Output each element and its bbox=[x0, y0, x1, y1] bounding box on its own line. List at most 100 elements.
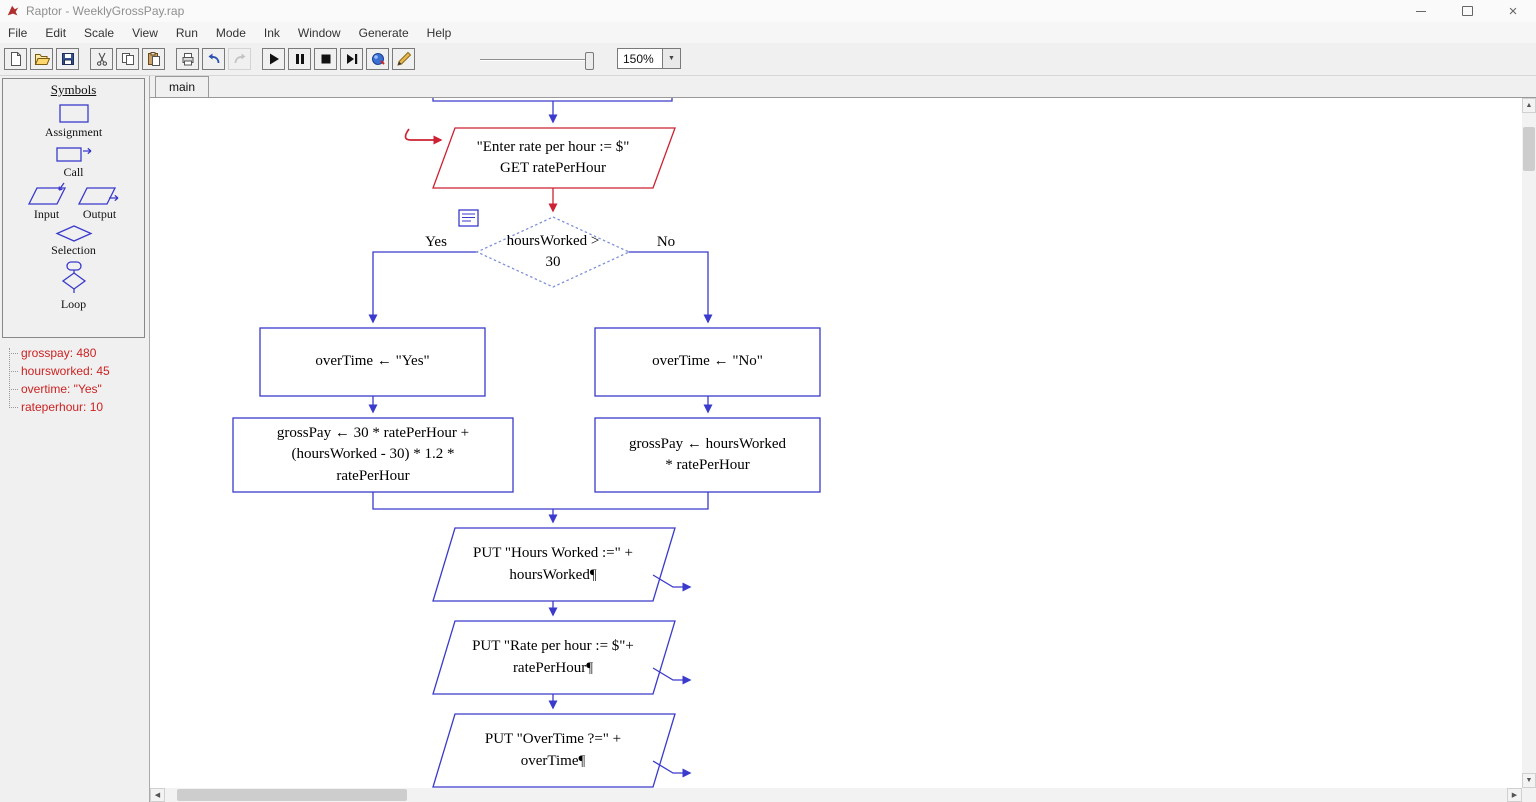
toolbar: 150% ▼ bbox=[0, 43, 1536, 76]
save-icon bbox=[61, 53, 74, 65]
decision-shape[interactable] bbox=[475, 216, 631, 288]
menu-generate[interactable]: Generate bbox=[358, 25, 409, 40]
console-button[interactable] bbox=[366, 48, 389, 70]
horizontal-scroll-track[interactable] bbox=[165, 788, 1507, 802]
grosspay-regular-text[interactable]: grossPay ← hoursWorked * ratePerHour bbox=[628, 435, 787, 473]
output-overtime-text[interactable]: PUT "OverTime ?=" + overTime¶ bbox=[484, 731, 622, 769]
assignment-no-shape[interactable] bbox=[594, 327, 821, 397]
open-folder-icon bbox=[34, 54, 50, 65]
close-button[interactable]: × bbox=[1490, 0, 1536, 22]
output-rate-shape[interactable] bbox=[432, 620, 676, 695]
input-shape[interactable] bbox=[432, 127, 676, 189]
menu-ink[interactable]: Ink bbox=[263, 25, 280, 40]
zoom-dropdown-button[interactable]: ▼ bbox=[662, 49, 680, 68]
zoom-combobox[interactable]: 150% ▼ bbox=[617, 48, 681, 69]
output-hours-shape[interactable] bbox=[432, 527, 676, 602]
menu-help[interactable]: Help bbox=[426, 25, 452, 40]
ink-pen-button[interactable] bbox=[392, 48, 415, 70]
output-rate-text[interactable]: PUT "Rate per hour := $"+ ratePerHour¶ bbox=[472, 638, 634, 676]
vertical-scroll-track[interactable] bbox=[1522, 113, 1536, 773]
horizontal-scroll-thumb[interactable] bbox=[177, 789, 407, 801]
save-button[interactable] bbox=[56, 48, 79, 70]
menu-mode[interactable]: Mode bbox=[215, 25, 246, 40]
input-shape-text[interactable]: "Enter rate per hour := $" GET ratePerHo… bbox=[476, 138, 630, 176]
assignment-yes-text[interactable]: overTime ← "Yes" bbox=[315, 353, 430, 370]
window-title: Raptor - WeeklyGrossPay.rap bbox=[26, 4, 185, 18]
vertical-scroll-thumb[interactable] bbox=[1523, 127, 1535, 171]
assignment-symbol-icon bbox=[58, 104, 89, 123]
scroll-down-button[interactable]: ▼ bbox=[1522, 773, 1536, 788]
watch-grosspay[interactable]: grosspay: 480 bbox=[6, 344, 147, 362]
play-button[interactable] bbox=[262, 48, 285, 70]
open-button[interactable] bbox=[30, 48, 53, 70]
scrollbar-corner bbox=[1522, 788, 1536, 802]
symbol-call[interactable]: Call bbox=[54, 142, 94, 180]
output-hours-text[interactable]: PUT "Hours Worked :=" + hoursWorked¶ bbox=[473, 545, 633, 583]
output-overtime-shape[interactable] bbox=[432, 713, 676, 788]
output-symbol-icon bbox=[77, 187, 118, 205]
watch-hoursworked[interactable]: hoursworked: 45 bbox=[6, 362, 147, 380]
paste-button[interactable] bbox=[142, 48, 165, 70]
vertical-scrollbar[interactable]: ▲ ▼ bbox=[1522, 98, 1536, 788]
grosspay-overtime-shape[interactable] bbox=[232, 417, 514, 493]
flowchart-canvas[interactable]: "Enter rate per hour := $" GET ratePerHo… bbox=[150, 98, 1522, 788]
selection-symbol-label: Selection bbox=[51, 243, 96, 257]
tab-bar: main bbox=[150, 76, 1536, 98]
speed-slider-thumb[interactable] bbox=[585, 52, 594, 70]
grosspay-regular-shape[interactable] bbox=[594, 417, 821, 493]
menu-view[interactable]: View bbox=[132, 25, 158, 40]
menu-window[interactable]: Window bbox=[297, 25, 341, 40]
comment-icon[interactable] bbox=[458, 209, 479, 227]
print-icon bbox=[182, 53, 193, 66]
run-to-end-button[interactable] bbox=[340, 48, 363, 70]
scroll-left-button[interactable]: ◀ bbox=[150, 788, 165, 802]
run-to-end-icon bbox=[346, 54, 357, 64]
cut-button[interactable] bbox=[90, 48, 113, 70]
zoom-value: 150% bbox=[623, 52, 654, 66]
redo-button[interactable] bbox=[228, 48, 251, 70]
symbol-input[interactable]: Input bbox=[26, 182, 68, 222]
undo-button[interactable] bbox=[202, 48, 225, 70]
stop-button[interactable] bbox=[314, 48, 337, 70]
decision-yes-label: Yes bbox=[425, 234, 447, 251]
selection-symbol-icon bbox=[54, 225, 93, 242]
grosspay-overtime-text[interactable]: grossPay ← 30 * ratePerHour + (hoursWork… bbox=[276, 425, 470, 484]
maximize-button[interactable] bbox=[1444, 0, 1490, 22]
flow-connectors bbox=[368, 98, 713, 710]
loop-symbol-label: Loop bbox=[60, 297, 87, 311]
horizontal-scrollbar[interactable]: ◀ ▶ bbox=[150, 788, 1522, 802]
assignment-no-text[interactable]: overTime ← "No" bbox=[652, 353, 763, 370]
menu-file[interactable]: File bbox=[8, 25, 28, 40]
speed-slider[interactable] bbox=[480, 52, 594, 70]
decision-shape-text[interactable]: hoursWorked > 30 bbox=[506, 232, 600, 270]
symbol-loop[interactable]: Loop bbox=[56, 260, 92, 312]
assignment-symbol-label: Assignment bbox=[44, 125, 103, 139]
menu-run[interactable]: Run bbox=[175, 25, 198, 40]
symbol-selection[interactable]: Selection bbox=[51, 224, 96, 258]
pause-button[interactable] bbox=[288, 48, 311, 70]
watch-rateperhour[interactable]: rateperhour: 10 bbox=[6, 398, 147, 416]
assignment-yes-shape[interactable] bbox=[259, 327, 486, 397]
symbols-box: Symbols Assignment Call Input Output bbox=[2, 78, 145, 338]
tab-main[interactable]: main bbox=[155, 76, 210, 97]
speed-slider-track[interactable] bbox=[480, 59, 585, 61]
chevron-down-icon: ▼ bbox=[668, 55, 675, 62]
left-panel: Symbols Assignment Call Input Output bbox=[0, 76, 150, 802]
scroll-right-button[interactable]: ▶ bbox=[1507, 788, 1522, 802]
call-symbol-icon bbox=[55, 147, 91, 162]
decision-no-label: No bbox=[656, 234, 676, 251]
symbol-assignment[interactable]: Assignment bbox=[45, 102, 102, 140]
menu-scale[interactable]: Scale bbox=[84, 25, 115, 40]
input-symbol-label: Input bbox=[33, 207, 60, 221]
watch-overtime[interactable]: overtime: "Yes" bbox=[6, 380, 147, 398]
copy-button[interactable] bbox=[116, 48, 139, 70]
minimize-button[interactable] bbox=[1398, 0, 1444, 22]
new-button[interactable] bbox=[4, 48, 27, 70]
symbol-output[interactable]: Output bbox=[77, 182, 122, 222]
scroll-up-button[interactable]: ▲ bbox=[1522, 98, 1536, 113]
new-file-icon bbox=[10, 52, 21, 66]
menu-edit[interactable]: Edit bbox=[45, 25, 67, 40]
window-controls: × bbox=[1398, 0, 1536, 22]
print-button[interactable] bbox=[176, 48, 199, 70]
